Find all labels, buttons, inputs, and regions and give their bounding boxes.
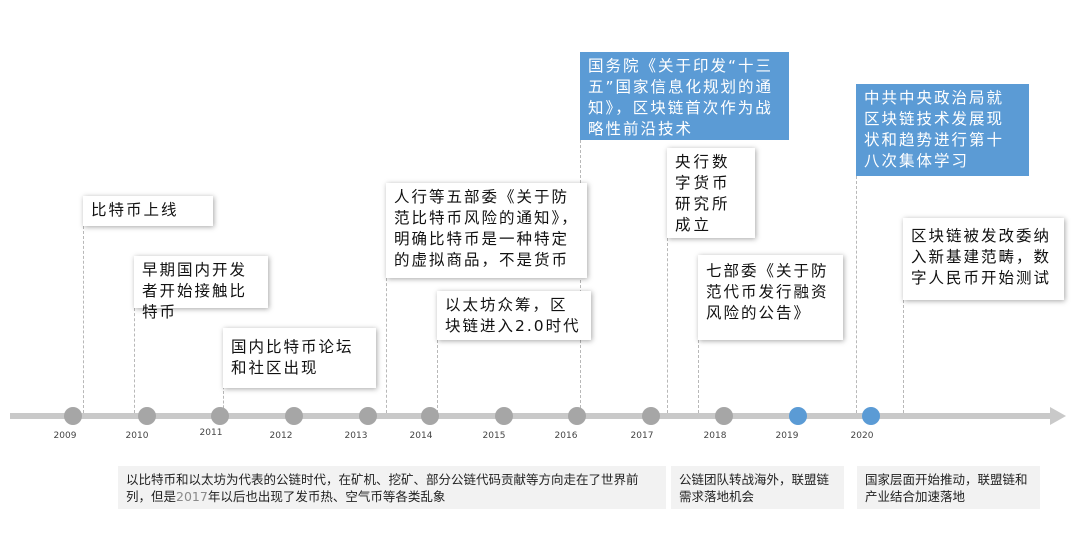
event-card-five-ministries-notice: 人行等五部委《关于防范比特币风险的通知》，明确比特币是一种特定的虚拟商品，不是货… — [386, 183, 587, 278]
timeline-arrowhead — [1050, 407, 1066, 425]
year-marker — [64, 407, 82, 425]
timeline-axis — [10, 413, 1056, 419]
year-label: 2017 — [630, 431, 654, 441]
event-card-early-developers: 早期国内开发者开始接触比特币 — [134, 256, 268, 321]
year-marker — [359, 407, 377, 425]
connector-line — [83, 226, 84, 413]
phase-summary-text: 以比特币和以太坊为代表的公链时代，在矿机、挖矿、部分公链代码贡献等方向走在了世界… — [126, 472, 639, 504]
connector-line — [386, 278, 387, 413]
year-marker — [642, 407, 660, 425]
year-marker — [568, 407, 586, 425]
year-label: 2013 — [344, 431, 368, 441]
year-marker — [138, 407, 156, 425]
year-label: 2015 — [482, 431, 506, 441]
year-label: 2014 — [409, 431, 433, 441]
phase-summary-public-chain-era: 以比特币和以太坊为代表的公链时代，在矿机、挖矿、部分公链代码贡献等方向走在了世界… — [118, 466, 666, 509]
connector-line — [667, 238, 668, 413]
connector-line — [903, 300, 904, 413]
phase-summary-national-push: 国家层面开始推动，联盟链和产业结合加速落地 — [857, 466, 1040, 509]
year-label: 2009 — [53, 431, 77, 441]
event-card-politburo-study: 中共中央政治局就区块链技术发展现状和趋势进行第十八次集体学习 — [856, 84, 1029, 176]
year-marker — [285, 407, 303, 425]
event-card-forums: 国内比特币论坛和社区出现 — [223, 328, 376, 388]
connector-line — [223, 372, 224, 413]
event-card-bitcoin-launch: 比特币上线 — [83, 196, 213, 226]
connector-line — [134, 308, 135, 413]
year-label: 2010 — [125, 431, 149, 441]
phase-summary-text: 年以后也出现了发币热、空气币等各类乱象 — [207, 489, 446, 504]
event-card-seven-ministries-notice: 七部委《关于防范代币发行融资风险的公告》 — [698, 255, 843, 340]
event-card-digital-currency-institute: 央行数字货币研究所成立 — [667, 148, 755, 238]
year-marker — [715, 407, 733, 425]
year-label: 2016 — [554, 431, 578, 441]
year-marker — [495, 407, 513, 425]
year-label: 2018 — [703, 431, 727, 441]
year-label: 2011 — [199, 428, 223, 438]
phase-summary-year: 2017 — [176, 489, 208, 504]
connector-line — [856, 176, 857, 413]
event-card-new-infrastructure: 区块链被发改委纳入新基建范畴，数字人民币开始测试 — [903, 218, 1064, 300]
event-card-state-council-plan: 国务院《关于印发“十三五”国家信息化规划的通知》，区块链首次作为战略性前沿技术 — [580, 52, 789, 140]
event-card-ethereum-ico: 以太坊众筹，区块链进入2.0时代 — [437, 291, 591, 340]
year-label: 2020 — [850, 431, 874, 441]
connector-line — [437, 340, 438, 413]
phase-summary-consortium-chain: 公链团队转战海外，联盟链需求落地机会 — [671, 466, 844, 509]
connector-line — [698, 340, 699, 413]
year-label: 2012 — [269, 431, 293, 441]
year-marker-highlighted — [862, 407, 880, 425]
year-marker — [421, 407, 439, 425]
year-marker — [211, 407, 229, 425]
year-label: 2019 — [775, 431, 799, 441]
year-marker-highlighted — [789, 407, 807, 425]
